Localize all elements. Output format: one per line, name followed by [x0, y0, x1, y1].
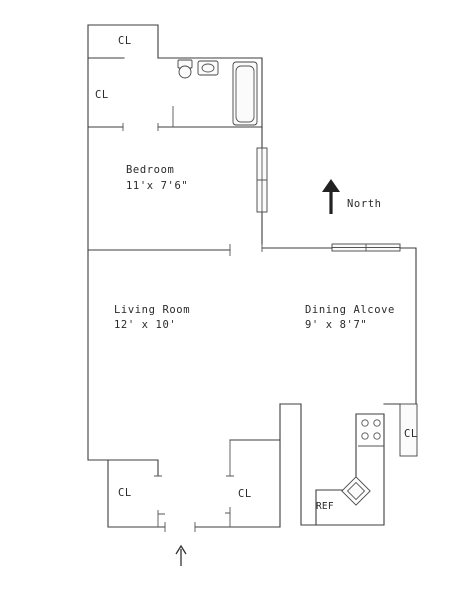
living-room-dims: 12' x 10' [114, 319, 177, 331]
entry-arrow-icon [175, 544, 187, 566]
refrigerator-label: REF [316, 501, 334, 512]
bedroom-name: Bedroom [126, 164, 175, 176]
toilet-bowl [178, 65, 192, 79]
closet-left-label: CL [95, 89, 109, 101]
bathtub [232, 61, 258, 126]
dining-window [331, 243, 401, 252]
bathroom-fixtures [172, 59, 258, 127]
entry-walls [107, 439, 281, 532]
kitchen-sink [341, 476, 371, 506]
bedroom-dims: 11'x 7'6" [126, 180, 189, 192]
bedroom-window [256, 147, 268, 213]
north-label: North [347, 198, 382, 210]
kitchen-walls [279, 403, 418, 526]
living-room-name: Living Room [114, 304, 191, 316]
stove [361, 419, 381, 440]
living-dining-walls [87, 247, 417, 461]
north-arrow-icon [322, 179, 340, 214]
closet-kitchen [399, 403, 418, 457]
closet-entry-left-label: CL [118, 487, 132, 499]
dining-alcove-dims: 9' x 8'7" [305, 319, 368, 331]
sink [197, 60, 219, 76]
closet-top-label: CL [118, 35, 132, 47]
dining-alcove-name: Dining Alcove [305, 304, 395, 316]
partition-wall [229, 244, 333, 256]
closet-kitchen-label: CL [404, 428, 418, 440]
closet-entry-right-label: CL [238, 488, 252, 500]
